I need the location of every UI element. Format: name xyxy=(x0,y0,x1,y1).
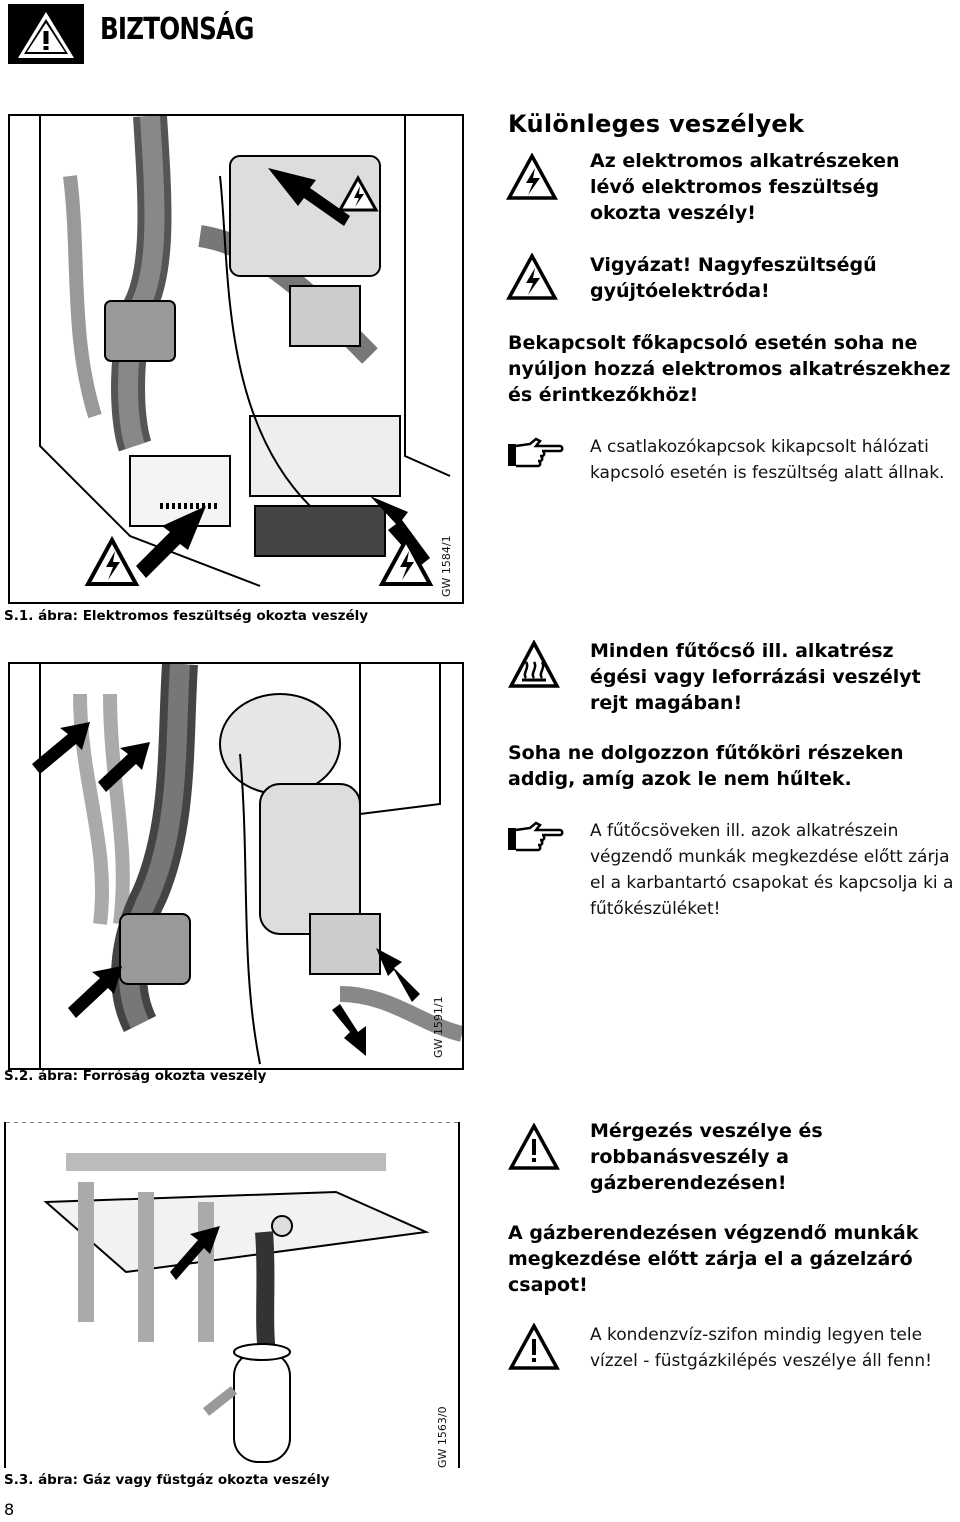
page-title: BIZTONSÁG xyxy=(100,12,254,47)
ignition-warning-text: Vigyázat! Nagyfeszültségű gyújtóelektród… xyxy=(590,254,877,302)
high-voltage-icon xyxy=(506,253,558,300)
figure-caption: S.1. ábra: Elektromos feszültség okozta … xyxy=(4,608,369,624)
figure-code: GW 1584/1 xyxy=(440,535,453,597)
warning-triangle-icon xyxy=(18,12,74,58)
cool-down-text: Soha ne dolgozzon fűtőköri részeken addi… xyxy=(508,742,904,790)
hot-surface-icon xyxy=(508,640,560,688)
pointing-hand-icon xyxy=(508,437,564,468)
high-voltage-icon xyxy=(506,153,558,200)
terminal-note-text: A csatlakozókapcsok kikapcsolt hálózati … xyxy=(590,437,945,483)
siphon-warning-text: A kondenzvíz-szifon mindig legyen tele v… xyxy=(590,1325,932,1371)
burn-warning-text: Minden fűtőcső ill. alkatrész égési vagy… xyxy=(590,640,921,714)
figure-caption: S.3. ábra: Gáz vagy füstgáz okozta veszé… xyxy=(4,1472,330,1488)
figure-hot xyxy=(8,662,464,1070)
figure-caption: S.2. ábra: Forróság okozta veszély xyxy=(4,1068,267,1084)
main-switch-text: Bekapcsolt főkapcsoló esetén soha ne nyú… xyxy=(508,332,951,406)
figure-electrical xyxy=(8,114,464,604)
gas-valve-text: A gázberendezésen végzendő munkák megkez… xyxy=(508,1222,919,1296)
electric-warning-text: Az elektromos alkatrészeken lévő elektro… xyxy=(590,150,900,224)
page-number: 8 xyxy=(4,1500,15,1519)
figure-gas xyxy=(4,1122,460,1468)
figure-code: GW 1591/1 xyxy=(432,996,445,1058)
pipe-note-text: A fűtőcsöveken ill. azok alkatrészein vé… xyxy=(590,821,954,919)
header-warning-box xyxy=(8,4,84,64)
figure-code: GW 1563/0 xyxy=(436,1406,449,1468)
warning-triangle-icon xyxy=(508,1123,560,1170)
section-title: Különleges veszélyek xyxy=(508,110,805,138)
gas-warning-text: Mérgezés veszélye és robbanásveszély a g… xyxy=(590,1120,823,1194)
pointing-hand-icon xyxy=(508,821,564,852)
warning-triangle-icon xyxy=(508,1323,560,1370)
